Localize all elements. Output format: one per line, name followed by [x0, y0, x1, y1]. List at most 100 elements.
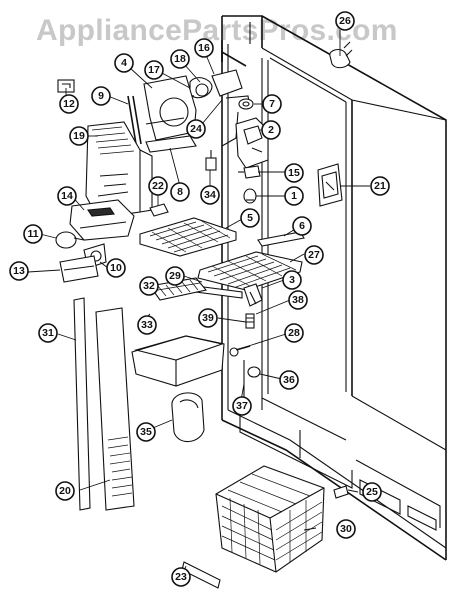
svg-text:38: 38 — [292, 294, 304, 306]
callout-22: 22 — [148, 176, 168, 196]
svg-text:17: 17 — [148, 64, 160, 76]
svg-text:27: 27 — [308, 249, 320, 261]
callout-1: 1 — [284, 186, 304, 206]
callout-27: 27 — [304, 245, 324, 265]
callout-8: 8 — [170, 182, 190, 202]
callout-28: 28 — [284, 323, 304, 343]
freezer-shelf-upper — [139, 217, 237, 257]
svg-text:1: 1 — [291, 190, 297, 202]
svg-text:21: 21 — [374, 180, 386, 192]
callout-35: 35 — [136, 422, 156, 442]
callout-2: 2 — [261, 120, 281, 140]
svg-text:13: 13 — [13, 265, 25, 277]
callout-19: 19 — [69, 126, 89, 146]
auger-motor-part — [175, 69, 251, 147]
basket-slide-part — [181, 561, 221, 589]
svg-text:12: 12 — [63, 98, 75, 110]
callout-3: 3 — [282, 270, 302, 290]
svg-text:34: 34 — [204, 189, 216, 201]
svg-text:22: 22 — [152, 180, 164, 192]
svg-text:4: 4 — [121, 57, 127, 69]
svg-text:2: 2 — [268, 124, 274, 136]
callout-36: 36 — [279, 370, 299, 390]
flapper-part — [243, 283, 263, 307]
dispenser-lever-part — [229, 345, 261, 400]
drain-trough-part — [145, 135, 197, 153]
callout-30: 30 — [336, 519, 356, 539]
svg-text:31: 31 — [42, 327, 54, 339]
fan-motor-part — [55, 231, 85, 249]
svg-text:29: 29 — [169, 270, 181, 282]
callout-23: 23 — [171, 567, 191, 587]
svg-text:20: 20 — [59, 485, 71, 497]
svg-text:19: 19 — [73, 130, 85, 142]
callout-layer: 26 12 4 17 18 16 9 7 24 19 2 8 34 15 22 … — [9, 11, 390, 587]
svg-text:33: 33 — [141, 319, 153, 331]
callout-29: 29 — [165, 266, 185, 286]
svg-text:10: 10 — [110, 262, 122, 274]
basket-clip-part — [333, 485, 349, 499]
svg-text:6: 6 — [299, 220, 305, 232]
svg-text:8: 8 — [177, 186, 183, 198]
callout-10: 10 — [106, 258, 126, 278]
shelf-clip-part — [149, 203, 169, 217]
svg-text:39: 39 — [202, 312, 214, 324]
ice-chute-part — [235, 117, 269, 169]
thermistor-part — [205, 150, 217, 171]
callout-16: 16 — [194, 38, 214, 58]
callout-37: 37 — [232, 396, 252, 416]
leader-lines — [27, 30, 370, 577]
bail-rod-part — [127, 95, 142, 145]
callout-5: 5 — [240, 208, 260, 228]
svg-text:32: 32 — [143, 280, 155, 292]
svg-text:5: 5 — [247, 212, 253, 224]
callout-9: 9 — [91, 86, 111, 106]
callout-21: 21 — [370, 176, 390, 196]
callout-15: 15 — [284, 163, 304, 183]
grommet-part — [238, 98, 254, 110]
svg-text:11: 11 — [27, 228, 38, 240]
callout-11: 11 — [23, 224, 43, 244]
svg-text:28: 28 — [288, 327, 300, 339]
water-valve-part — [329, 41, 353, 69]
trim-strip-part — [73, 297, 91, 511]
svg-text:23: 23 — [175, 571, 187, 583]
freezer-back-panel — [95, 307, 135, 511]
svg-text:18: 18 — [174, 53, 186, 65]
callout-34: 34 — [200, 185, 220, 205]
auger-part — [171, 392, 205, 443]
evaporator-cover — [85, 121, 153, 219]
cabinet-outline — [221, 15, 447, 561]
callout-18: 18 — [170, 49, 190, 69]
callout-4: 4 — [114, 53, 134, 73]
callout-38: 38 — [288, 290, 308, 310]
svg-text:14: 14 — [61, 190, 73, 202]
svg-text:15: 15 — [288, 167, 300, 179]
svg-text:3: 3 — [289, 274, 295, 286]
svg-text:36: 36 — [283, 374, 295, 386]
callout-17: 17 — [144, 60, 164, 80]
callout-25: 25 — [362, 482, 382, 502]
callout-7: 7 — [262, 94, 282, 114]
callout-39: 39 — [198, 308, 218, 328]
svg-text:37: 37 — [236, 400, 248, 412]
svg-text:7: 7 — [269, 98, 275, 110]
actuator-spring-part — [245, 313, 255, 329]
svg-text:35: 35 — [140, 426, 152, 438]
ice-bucket — [131, 335, 225, 387]
callout-6: 6 — [292, 216, 312, 236]
deflector-part — [59, 255, 99, 283]
svg-text:26: 26 — [339, 15, 351, 27]
air-diffuser-part — [69, 199, 135, 241]
freezer-shelf-lower — [197, 251, 303, 291]
callout-31: 31 — [38, 323, 58, 343]
callout-14: 14 — [57, 186, 77, 206]
callout-20: 20 — [55, 481, 75, 501]
callout-24: 24 — [186, 119, 206, 139]
svg-text:25: 25 — [366, 486, 378, 498]
freezer-wire-basket — [215, 465, 325, 573]
callout-26: 26 — [335, 11, 355, 31]
svg-text:16: 16 — [198, 42, 210, 54]
svg-text:24: 24 — [190, 123, 202, 135]
